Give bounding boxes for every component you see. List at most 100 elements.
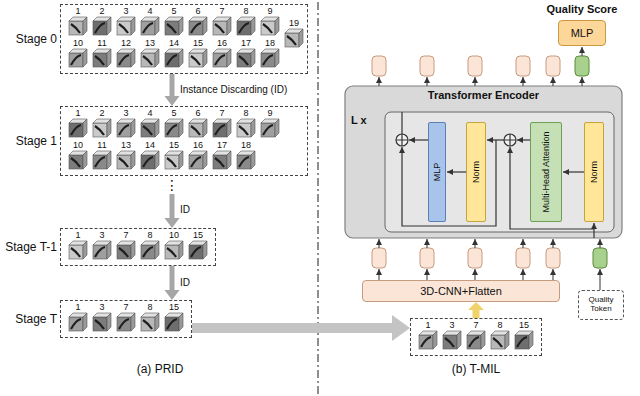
panel-divider xyxy=(317,2,318,394)
patch-cube xyxy=(189,241,207,259)
flow-wire xyxy=(563,171,584,172)
embedding-token xyxy=(372,248,386,268)
cube-texture xyxy=(239,126,248,135)
cube-side xyxy=(481,331,485,349)
cube-texture xyxy=(239,23,249,33)
cube-front xyxy=(237,123,251,137)
token-arrow xyxy=(379,77,380,86)
token-arrow xyxy=(600,269,601,290)
cube-side xyxy=(83,119,87,137)
instance-number: 7 xyxy=(467,320,485,330)
panel-caption: (a) PRID xyxy=(137,362,184,376)
instance-number: 6 xyxy=(189,108,207,118)
instance-number: 8 xyxy=(237,6,255,16)
encoder-title: Transformer Encoder xyxy=(345,89,622,101)
cube-front xyxy=(141,245,155,259)
encoder-layer-outline xyxy=(385,112,614,232)
cube-front xyxy=(189,245,203,259)
instance-number: 9 xyxy=(261,6,279,16)
cube-texture xyxy=(215,55,225,65)
cube-front xyxy=(141,21,155,35)
arrow-head xyxy=(165,96,180,106)
arrow-head xyxy=(165,218,180,228)
token-arrow xyxy=(379,269,380,280)
cube-side xyxy=(275,17,279,35)
cube-texture xyxy=(215,125,225,135)
patch-cube xyxy=(69,49,87,67)
cube-side xyxy=(155,49,159,67)
patch-cube xyxy=(117,49,135,67)
cube-side xyxy=(131,119,135,137)
cube-front xyxy=(261,53,275,67)
patch-cube xyxy=(443,331,461,349)
cube-front xyxy=(69,123,83,137)
cube-front xyxy=(117,21,131,35)
patch-cube xyxy=(93,151,111,169)
mlp-head: MLP xyxy=(558,20,606,46)
patch-cube xyxy=(141,17,159,35)
cube-side xyxy=(179,119,183,137)
cube-texture xyxy=(71,319,81,329)
token-arrow xyxy=(427,77,428,86)
cube-front xyxy=(443,335,457,349)
instance-number: 1 xyxy=(69,302,87,312)
add-circle xyxy=(504,134,516,146)
patch-cube xyxy=(69,241,87,259)
instance-number: 13 xyxy=(117,140,135,150)
cube-front xyxy=(141,317,155,331)
stage-label: Stage 1 xyxy=(16,134,57,148)
cube-front xyxy=(165,53,179,67)
flow-wire xyxy=(409,139,428,140)
cube-side xyxy=(203,49,207,67)
cube-texture xyxy=(167,24,176,33)
cube-front xyxy=(165,21,179,35)
cube-front xyxy=(117,317,131,331)
patch-cube xyxy=(189,17,207,35)
cube-side xyxy=(131,17,135,35)
block-label: MLP xyxy=(433,163,442,182)
instance-number: 15 xyxy=(165,140,183,150)
cube-side xyxy=(203,241,207,259)
cube-texture xyxy=(95,320,104,329)
patch-cube xyxy=(491,331,509,349)
patch-cube xyxy=(141,241,159,259)
attention-block: Multi-Head Attention xyxy=(530,122,562,222)
cube-front xyxy=(261,123,275,137)
embedding-token xyxy=(420,56,434,76)
cube-front xyxy=(165,123,179,137)
quality-token-box: Quality Token xyxy=(578,290,624,320)
cube-texture xyxy=(119,125,129,135)
cube-side xyxy=(251,49,255,67)
instance-number: 3 xyxy=(443,320,461,330)
norm-block: Norm xyxy=(584,122,604,222)
cube-side xyxy=(251,17,255,35)
instance-number: 10 xyxy=(69,140,87,150)
token-arrow xyxy=(553,269,554,280)
cube-side xyxy=(457,331,461,349)
patch-cube xyxy=(117,119,135,137)
cube-side xyxy=(251,151,255,169)
embedding-token xyxy=(372,56,386,76)
patch-cube xyxy=(213,119,231,137)
cube-front xyxy=(117,53,131,67)
cube-texture xyxy=(239,56,248,65)
cube-texture xyxy=(71,248,80,257)
cube-front xyxy=(117,245,131,259)
transformer-encoder: MLPNormMulti-Head AttentionNormTransform… xyxy=(345,86,622,238)
cube-texture xyxy=(119,248,128,257)
cube-front xyxy=(213,53,227,67)
instance-number: 15 xyxy=(189,230,207,240)
patch-cube xyxy=(93,313,111,331)
instance-number: 16 xyxy=(213,38,231,48)
stage-box: Stage T-113781015 xyxy=(60,228,216,266)
patch-cube xyxy=(69,119,87,137)
cube-texture xyxy=(263,125,273,135)
token-arrow xyxy=(600,239,601,248)
cube-texture xyxy=(263,24,272,33)
patch-cube xyxy=(261,49,279,67)
cube-front xyxy=(285,33,299,47)
cube-front xyxy=(237,21,251,35)
patch-cube xyxy=(237,17,255,35)
cube-texture xyxy=(191,23,201,33)
block-label: Quality Token xyxy=(581,296,621,314)
